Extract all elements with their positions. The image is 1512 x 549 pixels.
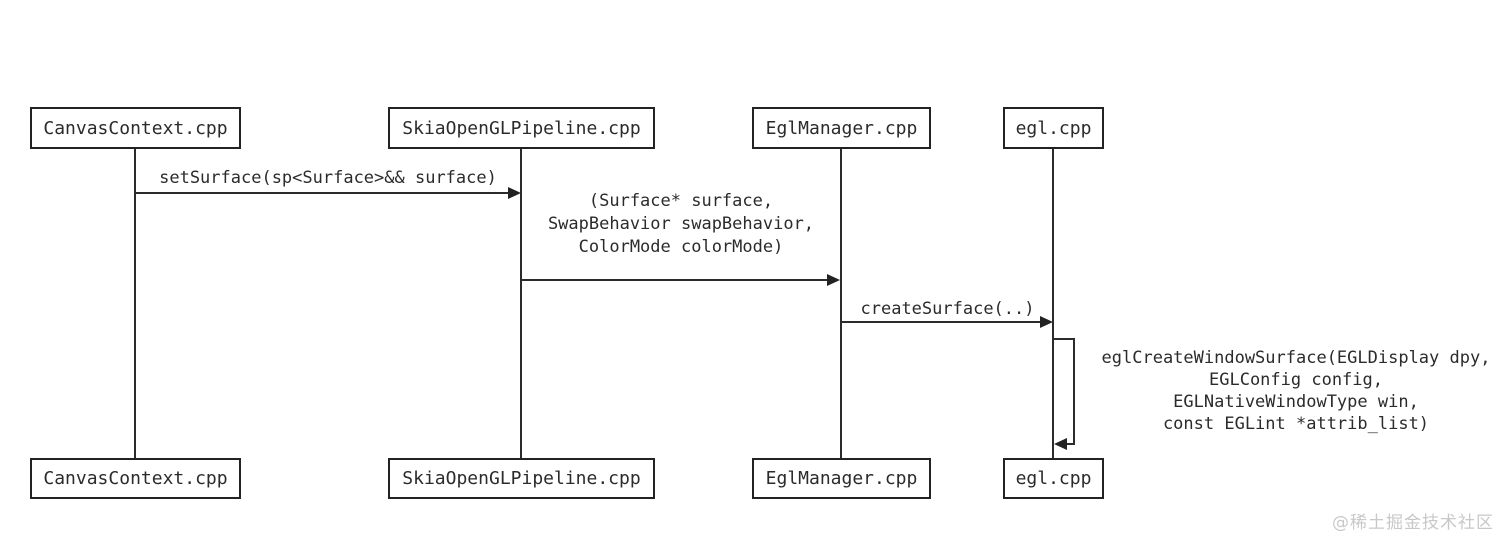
message-label-line: SwapBehavior swapBehavior, xyxy=(547,214,815,234)
message-label-line: const EGLint *attrib_list) xyxy=(1162,414,1430,434)
actor-box-skiaopenglpipeline-top: SkiaOpenGLPipeline.cpp xyxy=(388,107,655,149)
actor-label: egl.cpp xyxy=(1015,117,1092,139)
arrowhead-right-icon xyxy=(827,274,840,286)
message-label-line: ColorMode colorMode) xyxy=(578,237,784,257)
actor-label: CanvasContext.cpp xyxy=(43,468,228,489)
arrowhead-right-icon xyxy=(508,187,521,199)
message-arrow-setsurface xyxy=(135,192,510,194)
actor-label: CanvasContext.cpp xyxy=(43,117,228,139)
actor-box-canvascontext-bottom: CanvasContext.cpp xyxy=(30,458,241,499)
message-label-line: setSurface(sp<Surface>&& surface) xyxy=(159,168,497,188)
message-label-setsurface: setSurface(sp<Surface>&& surface) xyxy=(135,167,521,190)
actor-box-skiaopenglpipeline-bottom: SkiaOpenGLPipeline.cpp xyxy=(388,458,655,499)
message-label-line: createSurface(..) xyxy=(860,299,1035,319)
actor-box-eglmanager-bottom: EglManager.cpp xyxy=(752,458,931,499)
message-label-line: (Surface* surface, xyxy=(588,191,774,211)
arrowhead-left-icon xyxy=(1054,438,1067,450)
message-arrow-createsurface xyxy=(841,321,1042,323)
lifeline-canvascontext xyxy=(134,149,136,458)
lifeline-skiaopenglpipeline xyxy=(520,149,522,458)
actor-label: SkiaOpenGLPipeline.cpp xyxy=(402,117,641,139)
actor-label: EglManager.cpp xyxy=(765,117,918,139)
actor-box-egl-bottom: egl.cpp xyxy=(1003,458,1104,499)
self-call-loop-right xyxy=(1073,338,1075,445)
lifeline-egl xyxy=(1052,149,1054,458)
watermark: @稀土掘金技术社区 xyxy=(1332,513,1494,533)
self-call-loop-bottom xyxy=(1066,443,1075,445)
actor-box-egl-top: egl.cpp xyxy=(1003,107,1104,149)
message-arrow-surface-params xyxy=(521,279,829,281)
actor-box-eglmanager-top: EglManager.cpp xyxy=(752,107,931,149)
actor-label: EglManager.cpp xyxy=(765,468,918,489)
message-label-line: eglCreateWindowSurface(EGLDisplay dpy, xyxy=(1101,348,1491,368)
message-label-setsurface-params: (Surface* surface, SwapBehavior swapBeha… xyxy=(521,190,841,259)
lifeline-eglmanager xyxy=(840,149,842,458)
message-label-line: EGLNativeWindowType win, xyxy=(1173,392,1419,412)
message-label-line: EGLConfig config, xyxy=(1209,370,1383,390)
message-label-createsurface: createSurface(..) xyxy=(841,298,1054,321)
message-label-eglcreatewindowsurface: eglCreateWindowSurface(EGLDisplay dpy, E… xyxy=(1080,347,1512,435)
actor-label: SkiaOpenGLPipeline.cpp xyxy=(402,468,641,489)
actor-box-canvascontext-top: CanvasContext.cpp xyxy=(30,107,241,149)
arrowhead-right-icon xyxy=(1040,316,1053,328)
self-call-loop-top xyxy=(1054,338,1075,340)
actor-label: egl.cpp xyxy=(1015,468,1092,489)
